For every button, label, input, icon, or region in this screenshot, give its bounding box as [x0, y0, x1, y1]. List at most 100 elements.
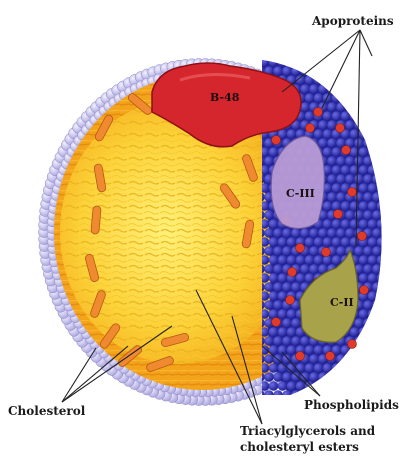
c3-label: C-III: [286, 187, 315, 200]
blue-phospholipid-head: [332, 381, 342, 391]
blue-phospholipid-head: [291, 228, 301, 238]
blue-phospholipid-head: [372, 354, 382, 364]
blue-phospholipid-head: [309, 84, 319, 94]
blue-phospholipid-head: [287, 309, 297, 319]
blue-phospholipid-head: [345, 228, 355, 238]
blue-phospholipid-head: [273, 300, 283, 310]
blue-phospholipid-head: [372, 264, 382, 274]
blue-phospholipid-head: [386, 165, 396, 175]
blue-phospholipid-head: [363, 264, 373, 274]
blue-phospholipid-head: [296, 273, 306, 283]
blue-phospholipid-head: [372, 120, 382, 130]
blue-phospholipid-head: [363, 102, 373, 112]
blue-phospholipid-head: [264, 372, 274, 382]
blue-phospholipid-head: [363, 210, 373, 220]
blue-phospholipid-head: [314, 255, 324, 265]
blue-phospholipid-head: [386, 129, 396, 139]
blue-phospholipid-head: [269, 57, 279, 67]
blue-phospholipid-head: [386, 183, 396, 193]
blue-phospholipid-head: [323, 363, 333, 373]
blue-phospholipid-head: [323, 219, 333, 229]
blue-phospholipid-head: [341, 363, 351, 373]
blue-phospholipid-head: [309, 354, 319, 364]
blue-phospholipid-head: [327, 102, 337, 112]
blue-phospholipid-head: [278, 273, 288, 283]
blue-phospholipid-head: [372, 318, 382, 328]
red-dot: [296, 244, 305, 253]
blue-phospholipid-head: [323, 201, 333, 211]
blue-phospholipid-head: [377, 273, 387, 283]
blue-phospholipid-head: [377, 345, 387, 355]
blue-phospholipid-head: [368, 291, 378, 301]
blue-phospholipid-head: [363, 354, 373, 364]
blue-phospholipid-head: [327, 372, 337, 382]
blue-phospholipid-head: [381, 246, 391, 256]
c2-label: C-II: [330, 296, 354, 309]
apoproteins-label: Apoproteins: [312, 14, 394, 29]
blue-phospholipid-head: [332, 165, 342, 175]
blue-phospholipid-head: [377, 93, 387, 103]
blue-phospholipid-head: [386, 255, 396, 265]
blue-phospholipid-head: [368, 57, 378, 67]
blue-phospholipid-head: [278, 363, 288, 373]
blue-phospholipid-head: [260, 57, 270, 67]
blue-phospholipid-head: [368, 255, 378, 265]
red-dot: [286, 296, 295, 305]
blue-phospholipid-head: [363, 66, 373, 76]
blue-phospholipid-head: [332, 201, 342, 211]
blue-phospholipid-head: [314, 75, 324, 85]
blue-phospholipid-head: [278, 255, 288, 265]
blue-phospholipid-head: [368, 129, 378, 139]
blue-phospholipid-head: [359, 327, 369, 337]
blue-phospholipid-head: [318, 228, 328, 238]
blue-phospholipid-head: [291, 318, 301, 328]
blue-phospholipid-head: [323, 255, 333, 265]
blue-phospholipid-head: [278, 327, 288, 337]
blue-phospholipid-head: [350, 75, 360, 85]
blue-phospholipid-head: [327, 138, 337, 148]
b48-label: B-48: [210, 91, 239, 104]
blue-phospholipid-head: [341, 219, 351, 229]
blue-phospholipid-head: [296, 57, 306, 67]
blue-phospholipid-head: [336, 102, 346, 112]
blue-phospholipid-head: [332, 57, 342, 67]
blue-phospholipid-head: [386, 93, 396, 103]
blue-phospholipid-head: [368, 273, 378, 283]
blue-phospholipid-head: [377, 165, 387, 175]
blue-phospholipid-head: [269, 219, 279, 229]
blue-phospholipid-head: [381, 372, 391, 382]
blue-phospholipid-head: [386, 219, 396, 229]
blue-phospholipid-head: [273, 336, 283, 346]
blue-phospholipid-head: [341, 111, 351, 121]
blue-phospholipid-head: [282, 336, 292, 346]
blue-phospholipid-head: [363, 246, 373, 256]
blue-phospholipid-head: [287, 381, 297, 391]
blue-phospholipid-head: [327, 66, 337, 76]
blue-phospholipid-head: [377, 237, 387, 247]
blue-phospholipid-head: [377, 309, 387, 319]
blue-phospholipid-head: [264, 282, 274, 292]
blue-phospholipid-head: [332, 363, 342, 373]
blue-phospholipid-head: [372, 372, 382, 382]
red-dot: [360, 286, 369, 295]
blue-phospholipid-head: [377, 219, 387, 229]
blue-phospholipid-head: [377, 147, 387, 157]
blue-phospholipid-head: [332, 75, 342, 85]
blue-phospholipid-head: [372, 210, 382, 220]
blue-phospholipid-head: [354, 210, 364, 220]
blue-phospholipid-head: [332, 255, 342, 265]
blue-phospholipid-head: [269, 255, 279, 265]
blue-phospholipid-head: [309, 372, 319, 382]
blue-phospholipid-head: [381, 300, 391, 310]
blue-phospholipid-head: [300, 336, 310, 346]
blue-phospholipid-head: [350, 93, 360, 103]
blue-phospholipid-head: [359, 57, 369, 67]
blue-phospholipid-head: [332, 111, 342, 121]
blue-phospholipid-head: [264, 210, 274, 220]
blue-phospholipid-head: [264, 246, 274, 256]
blue-phospholipid-head: [269, 147, 279, 157]
blue-phospholipid-head: [273, 372, 283, 382]
blue-phospholipid-head: [309, 246, 319, 256]
blue-phospholipid-head: [359, 165, 369, 175]
blue-phospholipid-head: [381, 84, 391, 94]
